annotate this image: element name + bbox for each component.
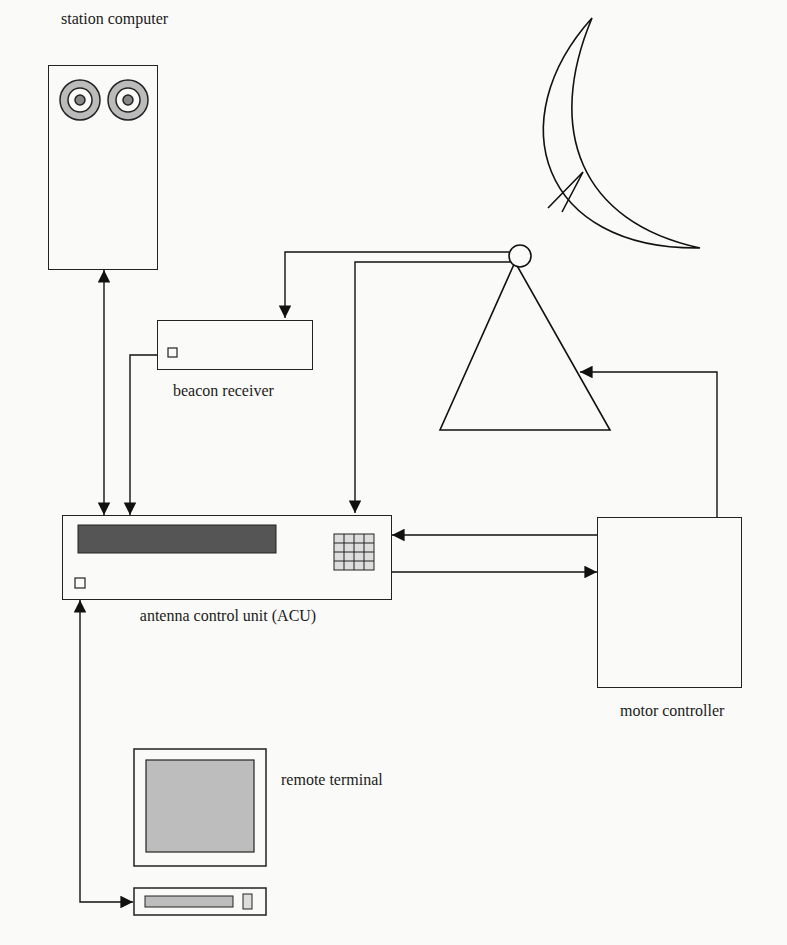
tape-reels	[60, 80, 148, 120]
unit-label: remote terminal	[281, 770, 383, 789]
terminal-base	[134, 888, 266, 915]
indicator-light	[168, 348, 177, 357]
antenna	[440, 18, 700, 430]
unit-box: beacon receiver	[157, 320, 313, 370]
connector-arrow	[392, 571, 597, 572]
signal-wires	[285, 252, 717, 517]
display-panel	[78, 525, 276, 553]
unit-label: antenna control unit (ACU)	[140, 606, 316, 625]
antenna-hub	[509, 245, 531, 267]
monitor-screen	[146, 760, 254, 852]
connector-arrow	[392, 534, 597, 535]
unit-label: beacon receiver	[173, 381, 274, 400]
unit-label: station computer	[61, 9, 168, 28]
button	[243, 894, 252, 909]
monitor	[134, 749, 266, 866]
unit-box: station computer	[48, 65, 158, 270]
connector-arrow	[103, 270, 104, 515]
terminal-drawing	[133, 748, 267, 916]
antenna-dish	[543, 18, 700, 248]
feed-horn	[548, 172, 583, 212]
drive-wire	[580, 372, 717, 517]
unit-box: motor controller	[597, 517, 742, 688]
unit-box: antenna control unit (ACU)	[62, 515, 392, 600]
drive-slot	[145, 896, 233, 907]
terminal-node: remote terminal	[133, 748, 267, 916]
connector-arrow	[80, 600, 133, 902]
unit-label: motor controller	[620, 701, 724, 720]
keypad	[334, 534, 374, 570]
connector-arrow	[130, 355, 157, 515]
antenna-pedestal	[440, 262, 610, 430]
signal-wire	[355, 262, 510, 513]
indicator-light	[75, 578, 85, 588]
